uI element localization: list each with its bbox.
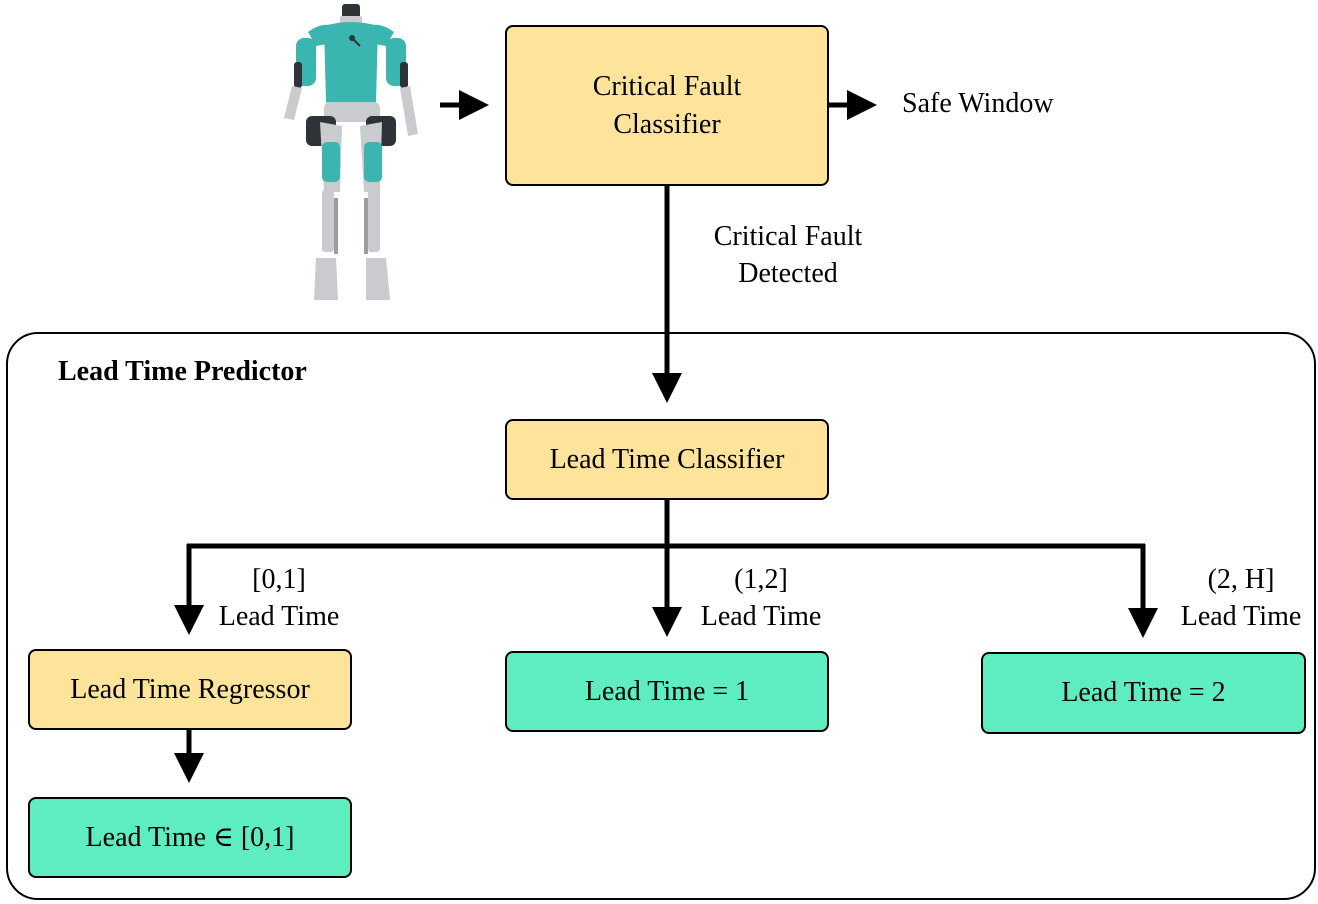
safe-window-label: Safe Window bbox=[902, 88, 1054, 119]
critical-fault-detected-label: Critical Fault Detected bbox=[713, 221, 863, 289]
lead-time-classifier-node: Lead Time Classifier bbox=[505, 419, 829, 500]
lead-time-range-node: Lead Time ∈ [0,1] bbox=[28, 797, 352, 878]
group-title: Lead Time Predictor bbox=[58, 356, 307, 387]
critical-fault-classifier-node: Critical Fault Classifier bbox=[505, 25, 829, 186]
lead-time-1-node: Lead Time = 1 bbox=[505, 651, 829, 732]
branch-label-0-1: [0,1] Lead Time bbox=[218, 564, 340, 632]
humanoid-robot-icon bbox=[284, 4, 418, 300]
lead-time-regressor-node: Lead Time Regressor bbox=[28, 649, 352, 730]
lead-time-2-node: Lead Time = 2 bbox=[981, 652, 1306, 734]
branch-label-1-2: (1,2] Lead Time bbox=[700, 564, 822, 632]
branch-label-2-h: (2, H] Lead Time bbox=[1180, 564, 1302, 632]
lead-time-predictor-group bbox=[6, 332, 1316, 900]
